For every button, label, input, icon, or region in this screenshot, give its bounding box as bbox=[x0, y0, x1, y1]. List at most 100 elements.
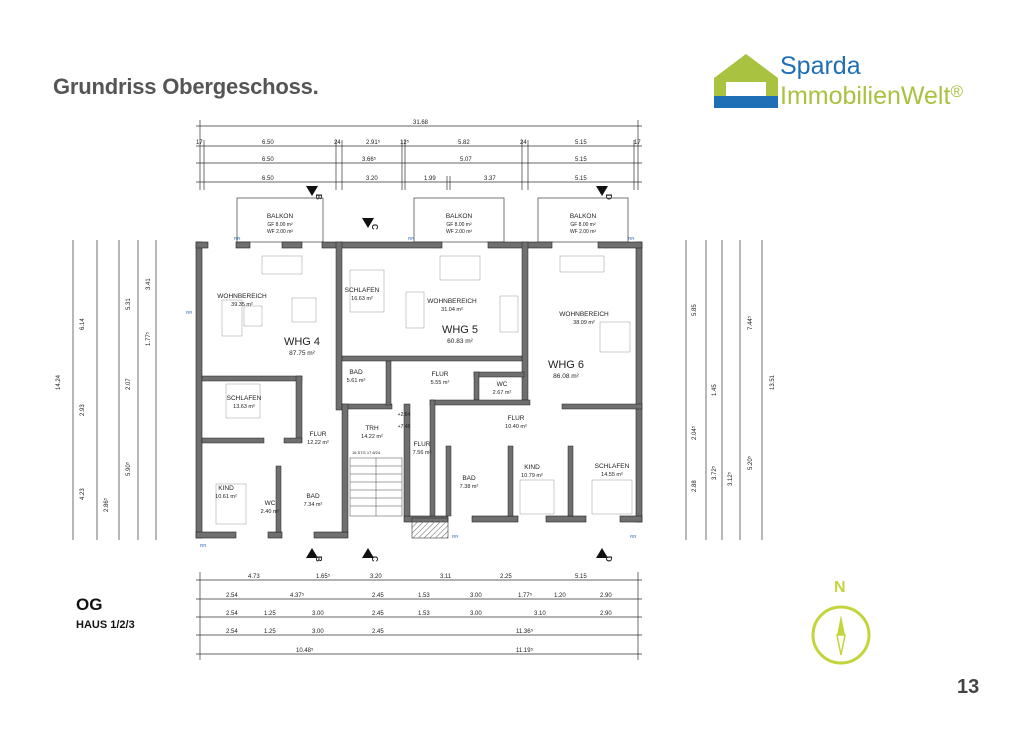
svg-text:KIND: KIND bbox=[218, 485, 234, 492]
svg-text:6.50: 6.50 bbox=[262, 140, 274, 146]
staircase bbox=[349, 457, 403, 517]
svg-text:2.54: 2.54 bbox=[226, 593, 238, 599]
svg-text:C: C bbox=[370, 224, 379, 230]
svg-text:RR: RR bbox=[628, 236, 635, 241]
svg-text:3.72⁵: 3.72⁵ bbox=[711, 465, 718, 480]
svg-text:2.45: 2.45 bbox=[372, 611, 384, 617]
svg-text:3.20: 3.20 bbox=[370, 574, 382, 580]
svg-text:7.38 m²: 7.38 m² bbox=[460, 484, 479, 490]
right-dimensions bbox=[685, 240, 763, 540]
svg-text:39.35 m²: 39.35 m² bbox=[231, 302, 253, 308]
svg-text:5.20⁵: 5.20⁵ bbox=[747, 455, 754, 470]
shaft-hatch bbox=[411, 517, 449, 539]
svg-text:7.56 m²: 7.56 m² bbox=[413, 450, 432, 456]
svg-text:11.19⁵: 11.19⁵ bbox=[516, 647, 534, 654]
svg-text:10.79 m²: 10.79 m² bbox=[521, 473, 543, 479]
svg-text:3.00: 3.00 bbox=[470, 611, 482, 617]
page-number: 13 bbox=[957, 676, 980, 698]
svg-text:5.90⁵: 5.90⁵ bbox=[125, 461, 132, 476]
svg-text:C: C bbox=[370, 556, 379, 562]
svg-text:1.53: 1.53 bbox=[418, 593, 430, 599]
svg-text:1.77⁵: 1.77⁵ bbox=[145, 331, 152, 346]
svg-text:3.11: 3.11 bbox=[440, 574, 452, 580]
sparda-logo bbox=[714, 54, 778, 108]
svg-text:3.10: 3.10 bbox=[534, 611, 546, 617]
svg-text:RR: RR bbox=[452, 534, 459, 539]
svg-text:4.23: 4.23 bbox=[80, 488, 86, 500]
furniture bbox=[215, 255, 633, 525]
svg-text:B: B bbox=[314, 194, 323, 200]
svg-text:BAD: BAD bbox=[349, 369, 363, 376]
svg-text:1.45: 1.45 bbox=[712, 384, 718, 396]
svg-text:2.40 m²: 2.40 m² bbox=[261, 509, 280, 515]
svg-text:WF 2.00 m²: WF 2.00 m² bbox=[267, 229, 293, 235]
svg-text:3.00: 3.00 bbox=[312, 611, 324, 617]
svg-text:14.24: 14.24 bbox=[56, 374, 62, 390]
svg-text:6.50: 6.50 bbox=[262, 157, 274, 163]
svg-text:3.41: 3.41 bbox=[146, 278, 152, 290]
svg-text:6.50: 6.50 bbox=[262, 176, 274, 182]
svg-text:BALKON: BALKON bbox=[570, 213, 597, 220]
svg-text:5.15: 5.15 bbox=[575, 157, 587, 163]
svg-text:12.22 m²: 12.22 m² bbox=[307, 440, 329, 446]
svg-text:6.14: 6.14 bbox=[80, 318, 86, 330]
svg-text:10.48⁵: 10.48⁵ bbox=[296, 647, 314, 654]
svg-text:17: 17 bbox=[196, 140, 203, 146]
svg-text:RR: RR bbox=[630, 534, 637, 539]
svg-text:2.90: 2.90 bbox=[600, 611, 612, 617]
svg-text:60.83 m²: 60.83 m² bbox=[447, 338, 473, 345]
svg-text:RR: RR bbox=[408, 236, 415, 241]
top-dimensions bbox=[196, 120, 642, 190]
overall-dimension: 31.68 bbox=[413, 120, 429, 126]
svg-text:BAD: BAD bbox=[306, 493, 320, 500]
svg-text:1.53: 1.53 bbox=[418, 611, 430, 617]
logo-line2: ImmobilienWelt® bbox=[780, 82, 963, 110]
svg-text:5.61 m²: 5.61 m² bbox=[347, 378, 366, 384]
svg-text:TRH: TRH bbox=[365, 425, 379, 432]
logo-line1: Sparda bbox=[780, 52, 861, 80]
svg-text:14.55 m²: 14.55 m² bbox=[601, 472, 623, 478]
svg-text:KIND: KIND bbox=[524, 464, 540, 471]
svg-text:87.75 m²: 87.75 m² bbox=[289, 350, 315, 357]
svg-text:SCHLAFEN: SCHLAFEN bbox=[227, 395, 262, 402]
svg-text:5.15: 5.15 bbox=[575, 140, 587, 146]
svg-text:11.36⁵: 11.36⁵ bbox=[516, 628, 534, 635]
svg-text:12⁵: 12⁵ bbox=[400, 139, 410, 146]
svg-text:WOHNBEREICH: WOHNBEREICH bbox=[217, 293, 267, 300]
svg-text:D: D bbox=[604, 556, 613, 562]
svg-text:4.73: 4.73 bbox=[248, 574, 260, 580]
svg-text:17: 17 bbox=[634, 140, 641, 146]
svg-text:RR: RR bbox=[234, 236, 241, 241]
svg-text:38.09 m²: 38.09 m² bbox=[573, 320, 595, 326]
svg-text:13.63 m²: 13.63 m² bbox=[233, 404, 255, 410]
svg-text:1.25: 1.25 bbox=[264, 611, 276, 617]
svg-text:2.88: 2.88 bbox=[692, 480, 698, 492]
svg-text:2.67 m²: 2.67 m² bbox=[493, 390, 512, 396]
svg-text:1.20: 1.20 bbox=[554, 593, 566, 599]
top-dimension-labels: 31.68 6.50 2.91⁵ 5.82 5.15 6.50 3.66⁵ 5.… bbox=[196, 120, 641, 182]
svg-text:3.37: 3.37 bbox=[484, 176, 496, 182]
svg-text:WHG 4: WHG 4 bbox=[284, 336, 320, 348]
svg-text:5.15: 5.15 bbox=[575, 574, 587, 580]
svg-text:WHG 6: WHG 6 bbox=[548, 359, 584, 371]
house-label: HAUS 1/2/3 bbox=[76, 619, 135, 631]
svg-text:3.12⁵: 3.12⁵ bbox=[727, 471, 734, 486]
svg-text:3.00: 3.00 bbox=[312, 629, 324, 635]
svg-text:1.25: 1.25 bbox=[264, 629, 276, 635]
svg-text:BAD: BAD bbox=[462, 475, 476, 482]
room-labels: WOHNBEREICH 39.35 m² WHG 4 87.75 m² SCHL… bbox=[215, 287, 629, 515]
bottom-dimension-labels: 4.73 1.65⁵ 3.20 3.11 2.25 5.15 2.54 4.37… bbox=[226, 573, 612, 654]
svg-text:10.40 m²: 10.40 m² bbox=[505, 424, 527, 430]
svg-text:BALKON: BALKON bbox=[267, 213, 294, 220]
rr-marks: RR RR RR RR RR RR RR bbox=[186, 236, 637, 548]
svg-text:2.86⁵: 2.86⁵ bbox=[103, 497, 110, 512]
svg-text:GF 8.00 m²: GF 8.00 m² bbox=[267, 222, 293, 228]
svg-text:7.34 m²: 7.34 m² bbox=[304, 502, 323, 508]
svg-text:+2.84: +2.84 bbox=[398, 412, 411, 418]
svg-text:FLUR: FLUR bbox=[508, 415, 525, 422]
svg-text:FLUR: FLUR bbox=[432, 371, 449, 378]
svg-text:14.22 m²: 14.22 m² bbox=[361, 434, 383, 440]
svg-text:WOHNBEREICH: WOHNBEREICH bbox=[427, 298, 477, 305]
svg-text:5.07: 5.07 bbox=[460, 157, 472, 163]
left-dimension-labels: 14.24 6.14 5.31 3.41 4.23 2.93 2.07 5.90… bbox=[56, 278, 152, 512]
